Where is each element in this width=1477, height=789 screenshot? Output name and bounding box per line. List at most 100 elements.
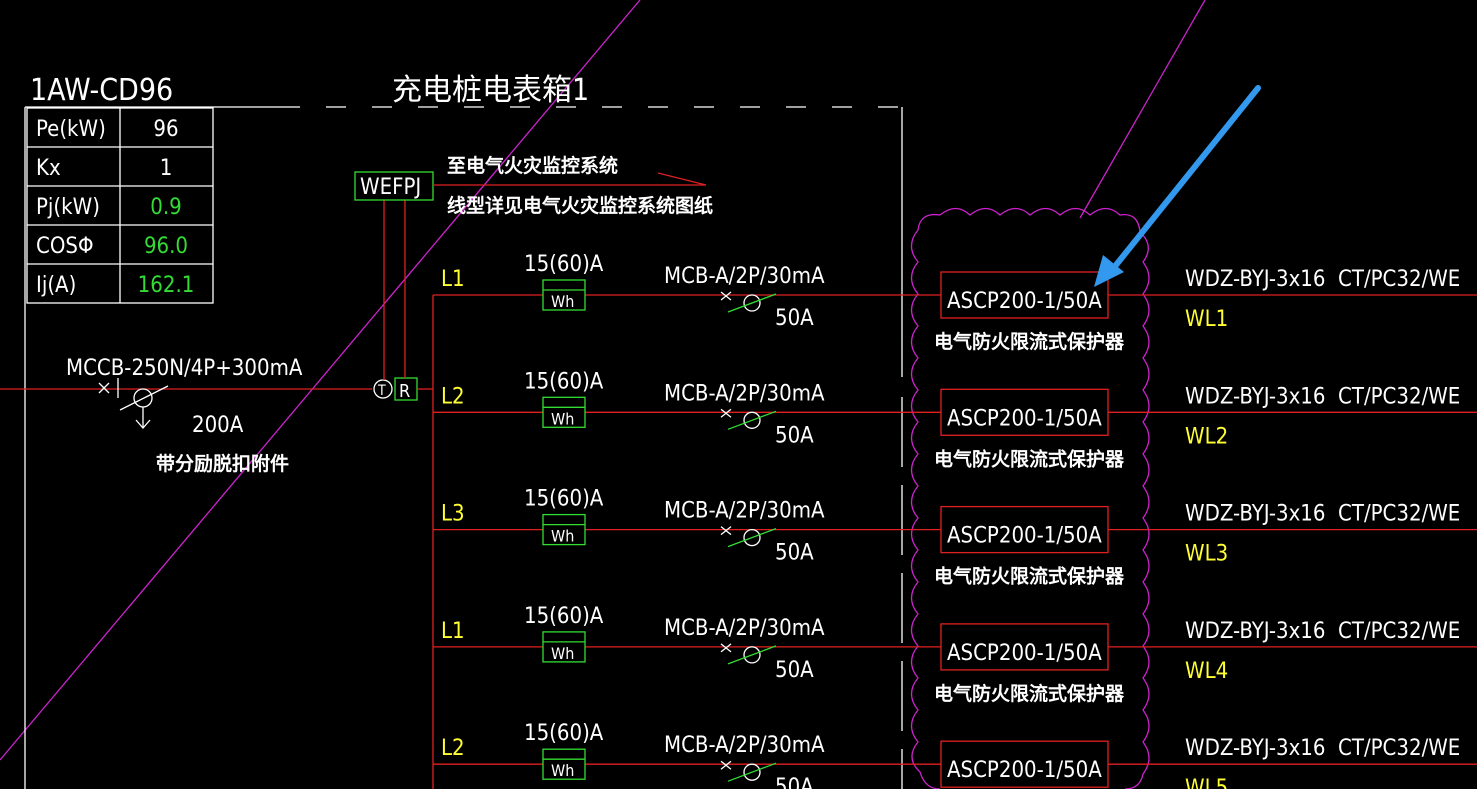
cable-spec: WDZ-BYJ-3x16 CT/PC32/WE <box>1185 502 1460 527</box>
load-table-value: 1 <box>160 156 173 181</box>
wefpj-label: WEFPJ <box>360 175 421 200</box>
breaker-x-mark <box>720 760 732 770</box>
energy-meter-box <box>542 396 586 428</box>
wefpj-monitor-box <box>354 171 434 201</box>
phase-label: L3 <box>441 502 465 527</box>
meter-label: Wh <box>551 644 574 663</box>
load-table-label: COSΦ <box>36 234 94 259</box>
energy-meter-box <box>542 279 586 311</box>
breaker-model: MCB-A/2P/30mA <box>664 616 825 641</box>
protector-note: 电气防火限流式保护器 <box>934 682 1125 705</box>
load-table-label: Ij(A) <box>36 273 76 298</box>
circuit-id: WL1 <box>1185 307 1228 332</box>
protector-note: 电气防火限流式保护器 <box>934 330 1125 353</box>
meter-rating: 15(60)A <box>524 721 604 746</box>
load-table-label: Pj(kW) <box>36 195 100 220</box>
energy-meter-box <box>542 748 586 780</box>
breaker-rating: 50A <box>775 775 814 789</box>
breaker-model: MCB-A/2P/30mA <box>664 499 825 524</box>
load-table-value: 96 <box>153 117 178 142</box>
protector-box <box>940 623 1109 671</box>
protector-model: ASCP200-1/50A <box>947 289 1102 314</box>
breaker-blade <box>727 410 777 430</box>
breaker-blade <box>727 527 777 548</box>
breaker-rating: 50A <box>775 423 814 448</box>
protector-model: ASCP200-1/50A <box>947 524 1102 549</box>
main-breaker-model: MCCB-250N/4P+300mA <box>66 356 303 381</box>
load-table-label: Pe(kW) <box>36 117 106 142</box>
protector-box <box>940 740 1109 788</box>
monitor-note-1: 至电气火灾监控系统 <box>447 154 618 177</box>
cable-spec: WDZ-BYJ-3x16 CT/PC32/WE <box>1185 267 1460 292</box>
cable-spec: WDZ-BYJ-3x16 CT/PC32/WE <box>1185 736 1460 761</box>
breaker-blade <box>727 645 777 665</box>
enclosure-frame <box>24 106 903 789</box>
rcd-mark: R <box>399 381 410 402</box>
load-table <box>26 107 214 304</box>
load-table-value: 0.9 <box>150 195 181 220</box>
breaker-model: MCB-A/2P/30mA <box>664 381 825 406</box>
phase-label: L1 <box>441 619 465 644</box>
meter-rating: 15(60)A <box>524 369 604 394</box>
meter-label: Wh <box>551 527 574 546</box>
breaker-x-mark <box>720 291 732 301</box>
breaker-blade <box>727 762 777 782</box>
energy-meter-box <box>542 513 586 546</box>
circuit-id: WL2 <box>1185 424 1228 449</box>
breaker-rating: 50A <box>775 306 814 331</box>
breaker-model: MCB-A/2P/30mA <box>664 733 825 758</box>
protector-note: 电气防火限流式保护器 <box>934 447 1125 470</box>
annotation-arrow <box>1094 85 1261 287</box>
breaker-contact <box>743 646 761 664</box>
monitor-arrow-head <box>657 172 707 186</box>
protector-box <box>940 388 1109 436</box>
current-transformer-symbol <box>373 379 393 399</box>
phase-label: L1 <box>441 267 465 292</box>
meter-label: Wh <box>551 761 574 780</box>
protector-model: ASCP200-1/50A <box>947 406 1102 431</box>
protector-note: 电气防火限流式保护器 <box>934 565 1125 588</box>
phase-label: L2 <box>441 384 465 409</box>
circuit-id: WL4 <box>1185 659 1228 684</box>
breaker-rating: 50A <box>775 658 814 683</box>
meter-rating: 15(60)A <box>524 604 604 629</box>
breaker-x-mark <box>720 643 732 653</box>
main-breaker-rating: 200A <box>192 413 244 438</box>
cable-spec: WDZ-BYJ-3x16 CT/PC32/WE <box>1185 384 1460 409</box>
breaker-contact <box>743 411 761 429</box>
panel-title: 充电桩电表箱1 <box>392 73 589 108</box>
protector-model: ASCP200-1/50A <box>947 641 1102 666</box>
protector-box <box>940 505 1109 554</box>
load-table-value: 162.1 <box>138 273 195 298</box>
load-table-label: Kx <box>36 156 61 181</box>
energy-meter-box <box>542 631 586 663</box>
monitor-note-2: 线型详见电气火灾监控系统图纸 <box>447 194 713 217</box>
panel-id: 1AW-CD96 <box>30 73 173 108</box>
ct-mark: T <box>377 383 386 399</box>
cable-spec: WDZ-BYJ-3x16 CT/PC32/WE <box>1185 619 1460 644</box>
main-breaker-symbol <box>98 378 169 429</box>
breaker-x-mark <box>720 526 732 536</box>
breaker-x-mark <box>720 408 732 418</box>
revision-cloud <box>910 207 1150 789</box>
main-breaker-note: 带分励脱扣附件 <box>156 452 289 475</box>
circuit-id: WL5 <box>1185 776 1228 789</box>
meter-label: Wh <box>551 409 574 428</box>
breaker-contact <box>743 763 761 781</box>
magenta-diagonal-line <box>0 0 641 761</box>
circuit-id: WL3 <box>1185 542 1228 567</box>
meter-rating: 15(60)A <box>524 252 604 277</box>
breaker-contact <box>743 528 761 547</box>
protector-model: ASCP200-1/50A <box>947 758 1102 783</box>
meter-rating: 15(60)A <box>524 487 604 512</box>
breaker-rating: 50A <box>775 541 814 566</box>
phase-label: L2 <box>441 736 465 761</box>
breaker-contact <box>743 294 761 312</box>
breaker-model: MCB-A/2P/30mA <box>664 264 825 289</box>
magenta-revision-leader <box>1079 0 1206 219</box>
meter-label: Wh <box>551 292 574 311</box>
protector-box <box>940 271 1109 319</box>
breaker-blade <box>727 293 777 313</box>
